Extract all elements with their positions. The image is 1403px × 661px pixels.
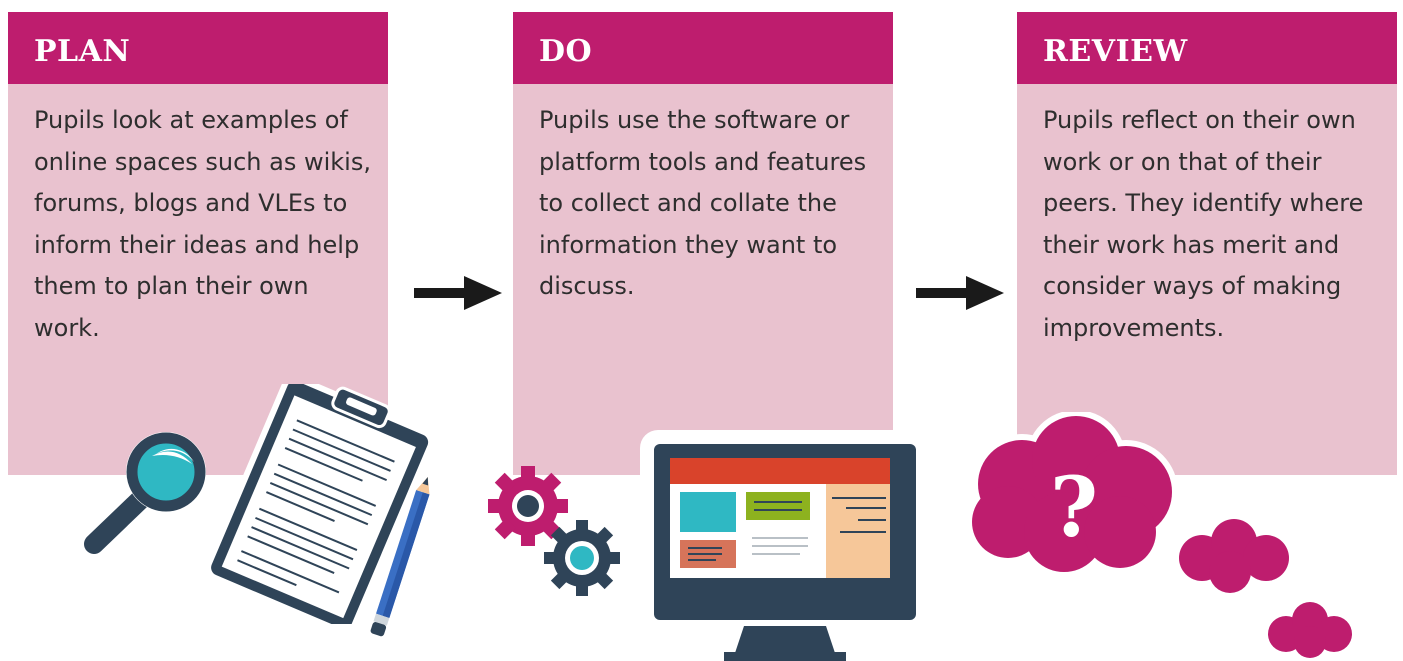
question-cloud-icon: ? — [966, 412, 1178, 578]
thought-cloud-icon — [1264, 598, 1356, 658]
svg-text:?: ? — [1050, 460, 1098, 556]
plan-card: PLAN Pupils look at examples of online s… — [8, 12, 388, 475]
plan-text: Pupils look at examples of online spaces… — [34, 106, 371, 342]
plan-title: PLAN — [8, 12, 388, 84]
pencil-icon — [370, 476, 430, 637]
review-title: REVIEW — [1017, 12, 1397, 84]
magnifying-glass-icon — [84, 432, 206, 554]
thought-cloud-icon — [1174, 514, 1294, 598]
do-title: DO — [513, 12, 893, 84]
monitor-icon — [640, 430, 930, 661]
gears-icon — [488, 466, 620, 596]
clipboard-icon — [203, 384, 436, 624]
review-text: Pupils reflect on their own work or on t… — [1043, 106, 1364, 342]
review-card: REVIEW Pupils reflect on their own work … — [1017, 12, 1397, 475]
do-card: DO Pupils use the software or platform t… — [513, 12, 893, 475]
do-text: Pupils use the software or platform tool… — [539, 106, 867, 300]
arrow-right-icon — [916, 276, 1004, 310]
arrow-right-icon — [414, 276, 502, 310]
